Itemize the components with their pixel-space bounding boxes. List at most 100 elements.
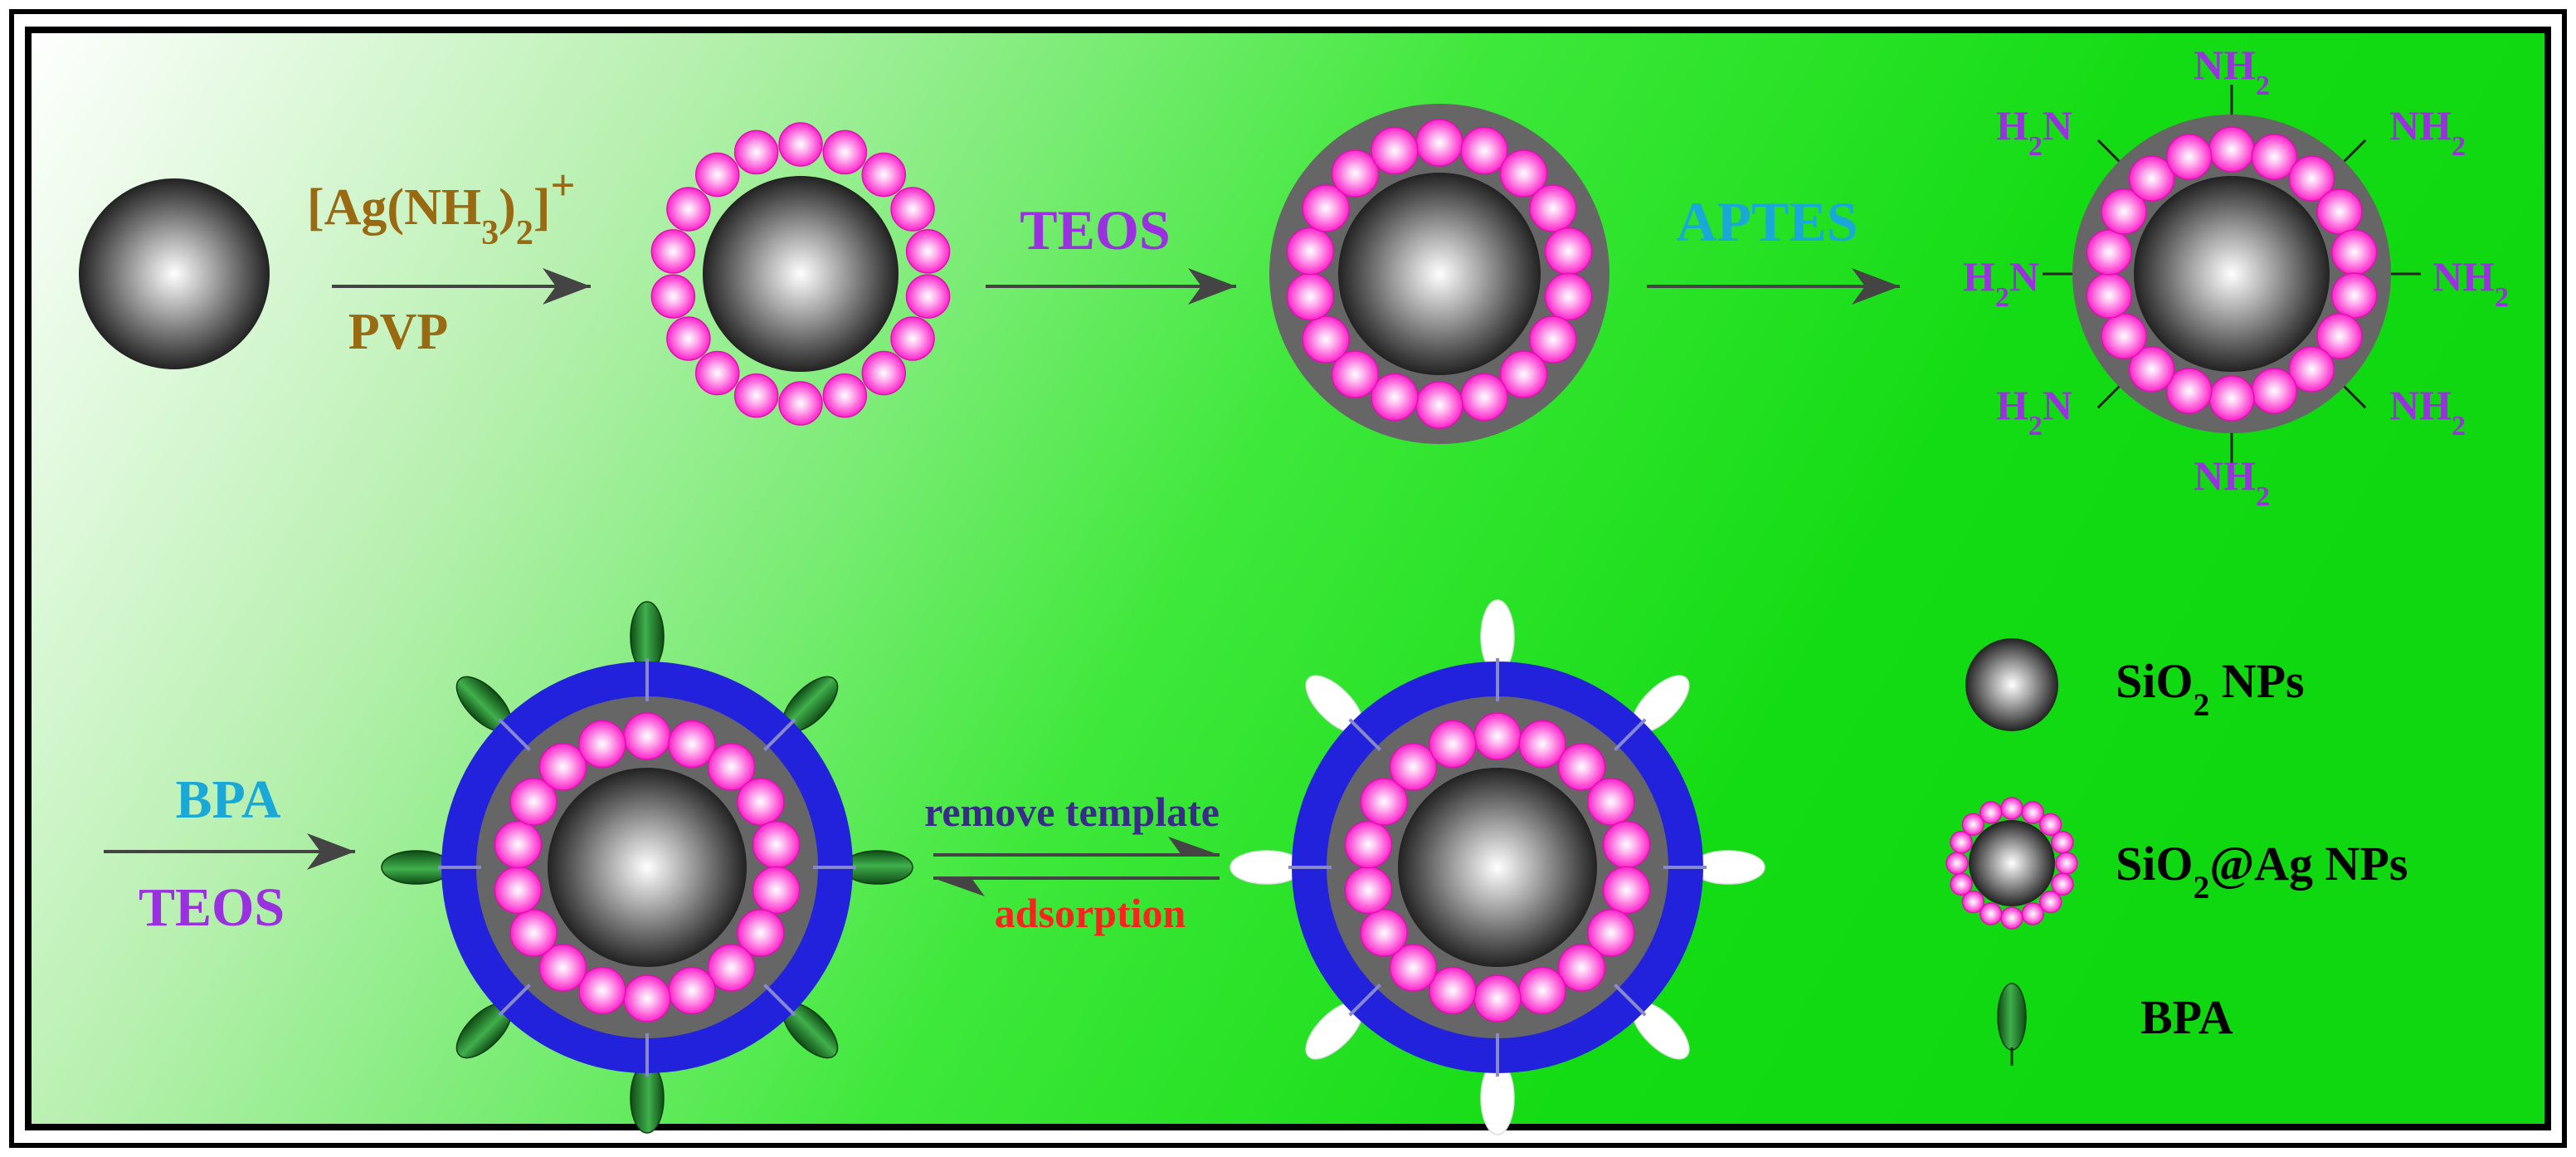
legend-ag-icon [1979, 801, 2003, 824]
legend-label-sio2: SiO2 NPs [2116, 654, 2305, 723]
ag-nanoparticle [494, 866, 543, 915]
ag-nanoparticle [1389, 743, 1438, 791]
ag-nanoparticle [822, 129, 868, 175]
ag-nanoparticle [668, 966, 716, 1015]
ag-nanoparticle [707, 743, 756, 791]
ag-nanoparticle [2251, 368, 2298, 414]
ag-nanoparticle [2165, 134, 2213, 180]
sio2-core [548, 768, 747, 967]
polymer-spoke [763, 718, 796, 751]
ag-nanoparticle [509, 909, 558, 957]
step3-label: APTES [1676, 190, 1858, 253]
ag-nanoparticle [1360, 909, 1408, 957]
amine-group-label: NH2 [2194, 452, 2270, 512]
ag-nanoparticle [2165, 368, 2213, 414]
legend-ag-icon [2000, 797, 2023, 820]
legend-ag-icon [2051, 830, 2074, 854]
legend-ag-icon [2021, 801, 2045, 824]
step1-top-label: [Ag(NH3)2]+ [307, 162, 576, 252]
ag-nanoparticle [1557, 743, 1606, 791]
ag-nanoparticle [2101, 313, 2147, 359]
ag-nanoparticle [538, 944, 587, 992]
ag-nanoparticle [2208, 375, 2255, 422]
ag-nanoparticle [666, 187, 711, 232]
ag-nanoparticle [578, 966, 626, 1015]
legend-ag-icon [2021, 902, 2045, 925]
ag-nanoparticle [861, 350, 907, 396]
ag-nanoparticle [737, 778, 785, 826]
legend-ag-icon [2000, 906, 2023, 930]
legend-ag-icon [1961, 890, 1985, 914]
ag-nanoparticle [1460, 126, 1508, 175]
ag-nanoparticle [1587, 778, 1635, 826]
amine-group-label: NH2 [2432, 253, 2509, 313]
arrow-step1-head [543, 268, 591, 305]
ag-nanoparticle [1415, 119, 1463, 167]
step1-bottom-label: PVP [348, 304, 449, 360]
legend-sio2-np-icon [1965, 638, 2058, 731]
amine-bond [2342, 384, 2367, 409]
ag-nanoparticle [2251, 134, 2298, 180]
legend-ag-icon [1950, 872, 1973, 896]
legend: SiO2 NPs SiO2@Ag NPs BPA [2116, 654, 2408, 1044]
arrow-forward-head [1168, 837, 1220, 855]
ag-nanoparticle [1499, 149, 1548, 198]
ag-nanoparticle [1544, 272, 1593, 321]
ag-nanoparticle [2316, 313, 2363, 359]
step4-top-label: BPA [175, 769, 280, 830]
ag-nanoparticle [1460, 373, 1508, 422]
ag-nanoparticle [650, 229, 696, 274]
ag-nanoparticle [905, 274, 951, 319]
ag-nanoparticle [578, 720, 626, 769]
legend-ag-icon [1961, 813, 1985, 837]
polymer-spoke [498, 984, 531, 1017]
ag-nanoparticle [538, 743, 587, 791]
amine-bond [2096, 139, 2121, 164]
step2-label: TEOS [1020, 198, 1170, 261]
ag-nanoparticle [2288, 155, 2335, 202]
sio2-core [703, 176, 898, 372]
ag-nanoparticle [1587, 909, 1635, 957]
amine-group-label: H2N [1963, 253, 2039, 313]
ag-nanoparticle [1331, 350, 1380, 398]
ag-nanoparticle [623, 974, 671, 1023]
legend-ag-icon [2038, 813, 2062, 837]
arrow-reverse-head [933, 878, 985, 896]
ag-nanoparticle [1529, 315, 1577, 364]
step4-bottom-label: TEOS [139, 877, 285, 938]
ag-nanoparticle [822, 373, 868, 418]
ag-nanoparticle [2128, 346, 2175, 393]
sio2-core [1398, 768, 1597, 967]
ag-nanoparticle [1518, 966, 1566, 1015]
polymer-spoke [1614, 718, 1647, 751]
legend-ag-icon [2055, 852, 2078, 875]
ag-nanoparticle [1389, 944, 1438, 992]
polymer-spoke [1614, 984, 1647, 1017]
ag-nanoparticle [752, 820, 801, 869]
amine-group-label: H2N [1996, 102, 2072, 162]
polymer-spoke [763, 984, 796, 1017]
ag-nanoparticle [1344, 820, 1393, 869]
ag-nanoparticle [1344, 866, 1393, 915]
legend-ag-icon [1979, 902, 2003, 925]
ag-nanoparticle [694, 350, 740, 396]
ag-nanoparticle [1529, 184, 1577, 232]
ag-nanoparticle [905, 229, 951, 274]
sio2-core [2134, 176, 2330, 372]
ag-nanoparticle [1371, 126, 1419, 175]
legend-label-sio2-ag: SiO2@Ag NPs [2116, 837, 2408, 906]
amine-group-label: H2N [1996, 382, 2072, 442]
amine-group-label: NH2 [2194, 41, 2270, 101]
polymer-spoke [1348, 718, 1381, 751]
ag-nanoparticle [1518, 720, 1566, 769]
ag-nanoparticle [733, 373, 779, 418]
particle-shapes [79, 85, 2421, 1135]
ag-nanoparticle [1602, 820, 1651, 869]
ag-nanoparticle [666, 316, 711, 361]
polymer-spoke [498, 718, 531, 751]
ag-nanoparticle [650, 274, 696, 319]
ag-nanoparticle [1499, 350, 1548, 398]
ag-nanoparticle [2086, 272, 2133, 319]
